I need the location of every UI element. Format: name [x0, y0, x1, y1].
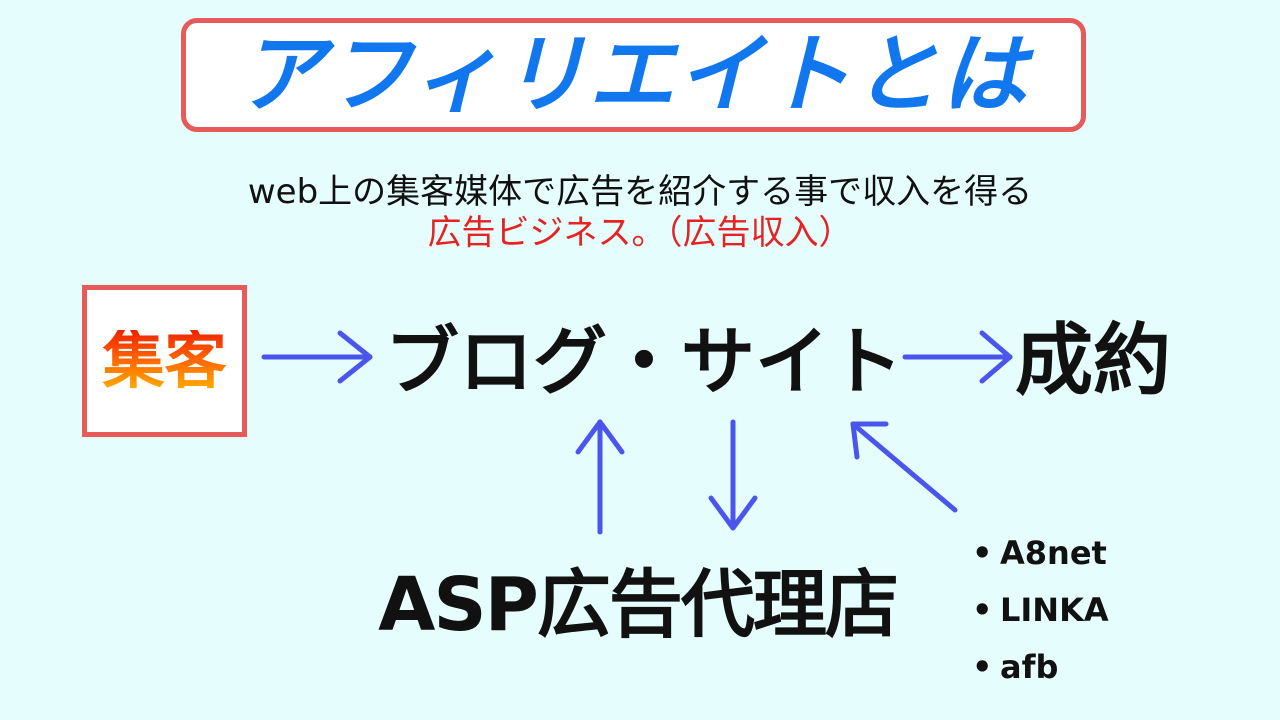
bullet-icon: •: [972, 591, 993, 629]
arrow-shuukyaku-to-blog: [261, 330, 373, 384]
description-line-1: web上の集客媒体で広告を紹介する事で収入を得る: [247, 172, 1033, 212]
arrow-asp-examples-to-blog: [850, 421, 958, 513]
arrow-blog-to-seiyaku: [902, 330, 1013, 384]
asp-example-label: A8net: [1000, 534, 1107, 572]
arrow-asp-to-blog: [575, 419, 625, 535]
title: アフィリエイトとは: [238, 25, 1029, 125]
title-box: アフィリエイトとは: [181, 18, 1086, 132]
bullet-icon: •: [972, 648, 993, 686]
asp-agency-node: ASP広告代理店: [378, 562, 899, 648]
asp-example-list: •A8net •LINKA •afb: [972, 533, 1109, 704]
asp-example-label: afb: [1000, 648, 1059, 686]
arrow-blog-to-asp: [708, 419, 758, 531]
asp-example-item: •A8net: [972, 533, 1109, 590]
asp-example-item: •afb: [972, 647, 1109, 704]
description-line-2: 広告ビジネス。（広告収入）: [427, 213, 853, 253]
asp-example-item: •LINKA: [972, 590, 1109, 647]
seiyaku-node: 成約: [1015, 316, 1172, 406]
blog-site-node: ブログ・サイト: [385, 319, 903, 405]
bullet-icon: •: [972, 534, 993, 572]
shuukyaku-label: 集客: [102, 324, 227, 397]
asp-example-label: LINKA: [1000, 591, 1109, 629]
shuukyaku-node: 集客: [82, 285, 247, 437]
